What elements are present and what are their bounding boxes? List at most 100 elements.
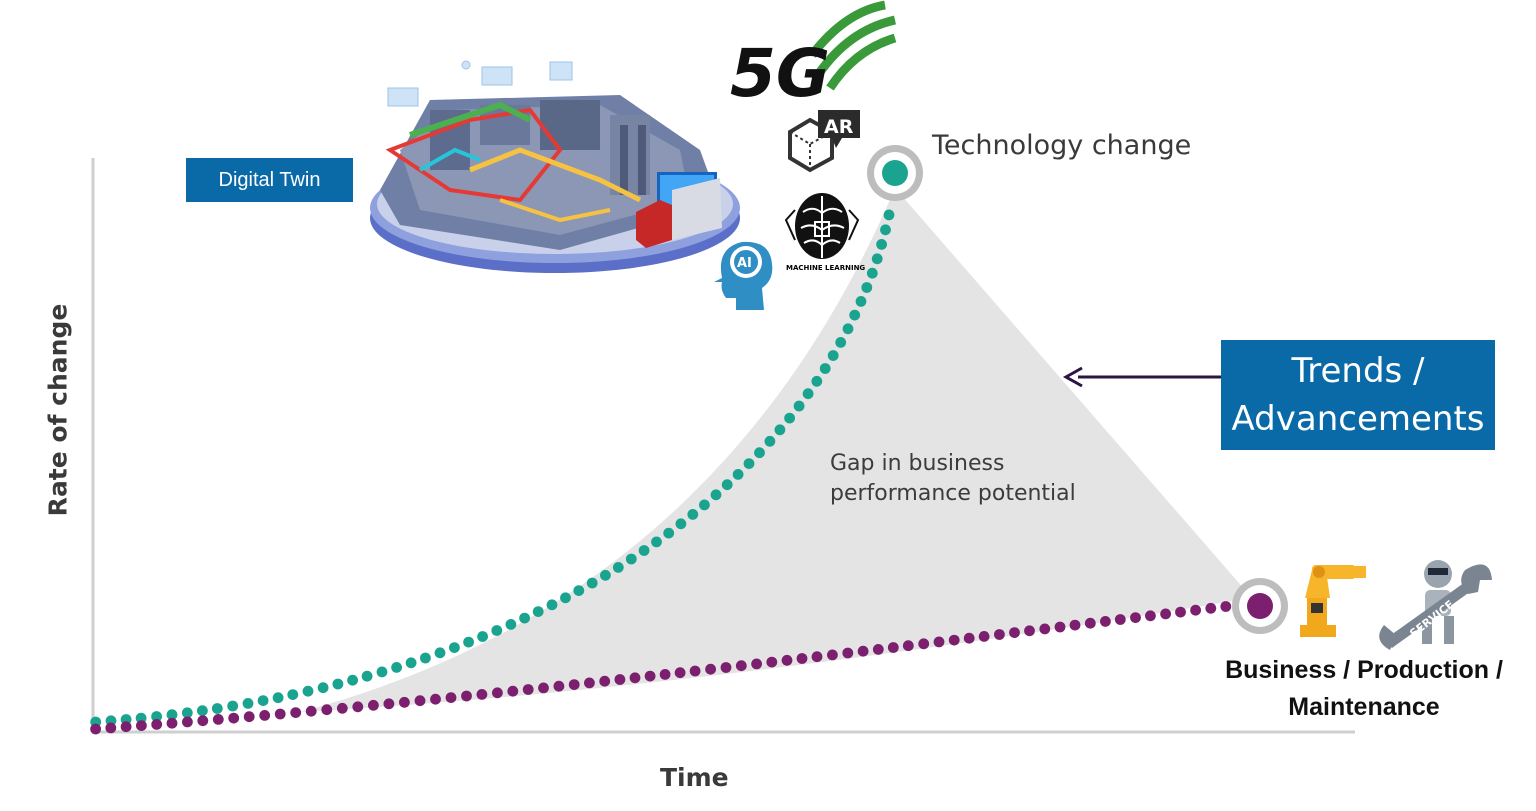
technology-curve-dot (732, 469, 744, 480)
5g-icon: 5G (730, 35, 830, 112)
business-curve-dot (136, 720, 147, 731)
technology-curve-dot (699, 499, 710, 511)
business-curve-dot (644, 670, 656, 682)
business-curve-dot (811, 651, 823, 663)
gap-line-2: performance potential (830, 481, 1076, 506)
ar-icon (788, 110, 860, 173)
machine-learning-icon (784, 193, 860, 259)
business-line-2: Maintenance (1288, 693, 1440, 721)
business-curve-dot (445, 692, 457, 703)
technology-curve-dot (546, 599, 558, 611)
technology-curve-dot (242, 698, 254, 709)
business-curve-dot (614, 674, 626, 685)
technology-curve-dot (405, 657, 417, 669)
technology-curve-dot (434, 647, 446, 659)
business-curve-dot (553, 680, 565, 692)
business-curve-dot (461, 690, 472, 702)
technology-curve-dot (302, 685, 314, 697)
business-curve-dot (1160, 608, 1171, 620)
technology-curve-dot (819, 363, 831, 374)
business-curve-dot (1190, 604, 1201, 616)
business-curve-dot (336, 702, 348, 714)
business-curve-dot (368, 699, 379, 711)
business-curve-dot (430, 693, 441, 705)
technology-curve-dot (600, 569, 611, 581)
business-curve-dot (399, 696, 410, 708)
technology-curve-dot (560, 592, 571, 604)
business-curve-dot (842, 647, 854, 659)
business-curve-dot (305, 705, 317, 717)
technology-curve-dot (257, 695, 269, 706)
digital-twin-label: Digital Twin (186, 158, 353, 202)
technology-curve-dot (211, 703, 223, 714)
5g-signal-icon (808, 0, 897, 91)
trends-arrow (1062, 366, 1221, 388)
technology-curve-dot (625, 553, 637, 565)
technology-curve-dot (811, 375, 823, 387)
business-curve-dot (1009, 627, 1020, 638)
business-curve-dot (659, 669, 671, 680)
business-curve-dot (1054, 621, 1066, 633)
business-curve-dot (274, 708, 286, 720)
technology-curve-dot (586, 577, 598, 589)
business-curve-dot (781, 654, 793, 666)
business-curve-dot (599, 675, 611, 687)
business-curve-dot (766, 656, 778, 668)
technology-curve-dot (842, 323, 854, 335)
business-curve-dot (166, 717, 178, 729)
business-curve-dot (492, 687, 503, 699)
business-curve-dot (720, 662, 732, 673)
technology-curve-dot (774, 424, 786, 436)
business-curve-dot (735, 660, 747, 672)
machine-learning-caption: MACHINE LEARNING (786, 264, 866, 272)
technology-curve-dot (491, 625, 503, 636)
technology-curve-dot (532, 606, 544, 617)
business-curve-dot (90, 723, 101, 735)
business-curve-dot (872, 644, 884, 655)
ar-icon-label: AR (824, 116, 854, 138)
trends-line-2: Advancements (1231, 399, 1485, 439)
y-axis-label: Rate of change (43, 303, 73, 517)
technology-curve-dot (835, 337, 847, 348)
robot-arm-icon (1300, 565, 1366, 637)
technology-curve-dot (376, 666, 388, 678)
business-curve-dot (1069, 619, 1081, 631)
technology-curve-dot (287, 689, 299, 700)
business-curve-dot (212, 714, 224, 725)
ai-icon-label: AI (737, 256, 752, 271)
business-curve-dot (383, 698, 395, 710)
business-curve-dot (507, 685, 519, 697)
business-curve-dot (243, 711, 255, 723)
business-curve-dot (182, 716, 193, 728)
business-curve-dot (994, 629, 1005, 640)
business-curve-dot (321, 704, 333, 716)
technology-curve-dot (361, 670, 373, 682)
technology-curve-dot (743, 458, 755, 469)
business-curve-dot (827, 649, 838, 661)
business-line-1: Business / Production / (1225, 656, 1503, 684)
technology-curve-dot (332, 678, 344, 690)
technology-curve-dot (793, 400, 805, 412)
business-curve-dot (538, 682, 549, 694)
technology-curve-dot (477, 631, 488, 642)
technology-curve-dot (871, 253, 883, 265)
technology-curve-dot (827, 350, 839, 361)
business-curve-dot (705, 663, 716, 675)
technology-curve-dot (861, 282, 873, 293)
technology-curve-dot (272, 692, 284, 704)
technology-curve-dot (784, 412, 795, 424)
technology-curve-dot (227, 700, 239, 712)
technology-curve-dot (449, 642, 460, 653)
technology-curve-dot (710, 489, 722, 501)
business-endpoint-marker (1232, 578, 1288, 634)
technology-curve-dot (876, 239, 887, 250)
business-curve-dot (1220, 601, 1232, 612)
technology-curve-dot (866, 267, 878, 279)
business-curve-dot (1175, 606, 1186, 618)
business-curve-dot (1205, 602, 1217, 614)
gap-line-1: Gap in business (830, 451, 1005, 476)
business-curve-dot (948, 634, 960, 646)
technology-curve-dot (802, 388, 814, 400)
technology-curve-dot (675, 518, 687, 530)
